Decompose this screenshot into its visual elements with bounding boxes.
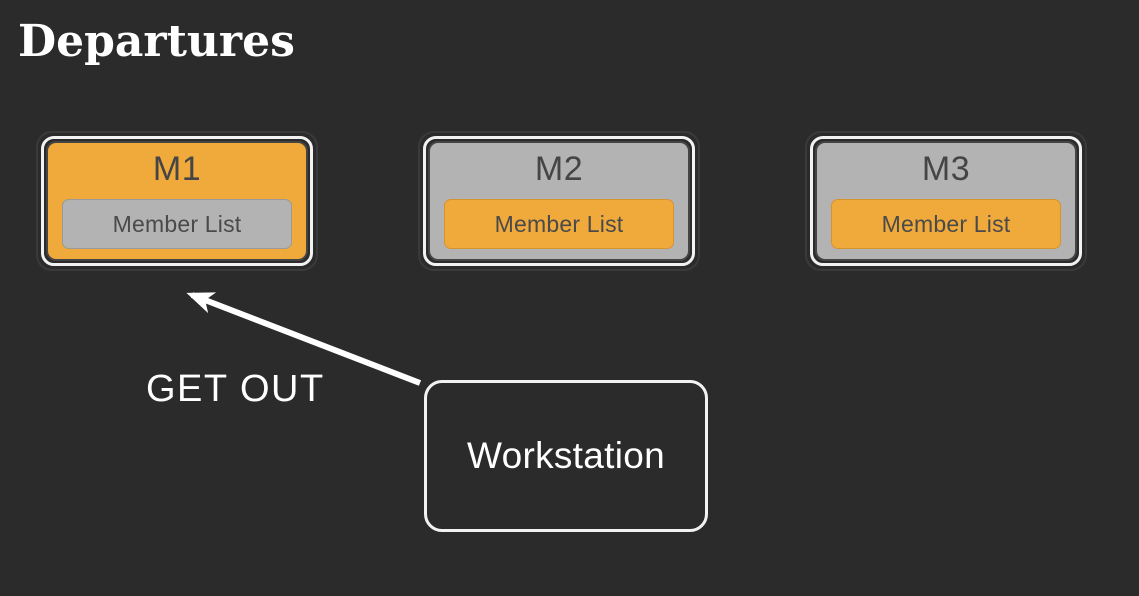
machine-node-m2[interactable]: M2 Member List — [418, 131, 700, 271]
machine-body: M1 Member List — [46, 141, 308, 261]
machine-title-m2: M2 — [534, 150, 584, 188]
machine-body: M2 Member List — [428, 141, 690, 261]
machine-outer-ring: M3 Member List — [810, 136, 1082, 266]
machine-title-m1: M1 — [152, 150, 202, 188]
member-list-box-m3[interactable]: Member List — [831, 199, 1061, 249]
member-list-box-m2[interactable]: Member List — [444, 199, 674, 249]
page-title: Departures — [18, 16, 295, 67]
arrow-annotation-label: GET OUT — [146, 368, 325, 410]
machine-title-m3: M3 — [921, 150, 971, 188]
machine-node-m3[interactable]: M3 Member List — [805, 131, 1087, 271]
machine-body: M3 Member List — [815, 141, 1077, 261]
workstation-label: Workstation — [467, 435, 665, 476]
workstation-node[interactable]: Workstation — [424, 380, 708, 532]
machine-outer-ring: M1 Member List — [41, 136, 313, 266]
machine-node-m1[interactable]: M1 Member List — [36, 131, 318, 271]
machine-outer-ring: M2 Member List — [423, 136, 695, 266]
member-list-box-m1[interactable]: Member List — [62, 199, 292, 249]
